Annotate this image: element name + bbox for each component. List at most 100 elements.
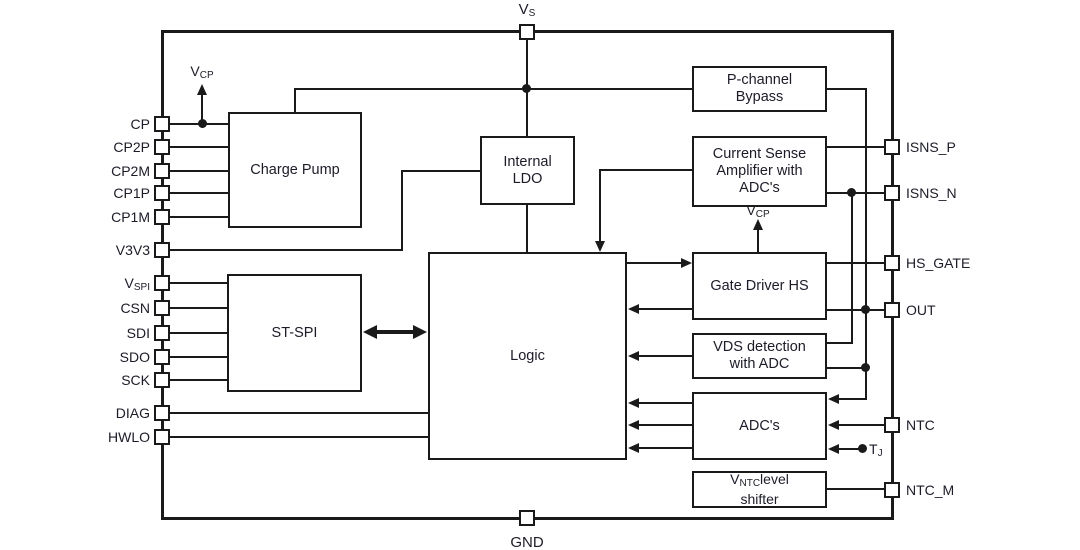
arrow-left-spi-icon bbox=[363, 325, 377, 339]
wire-cp1m bbox=[162, 216, 228, 218]
wire-bypass-out bbox=[827, 88, 867, 90]
arrow-right-gatedriver-icon bbox=[681, 258, 692, 268]
block-vds-detection: VDS detection with ADC bbox=[692, 333, 827, 379]
wire-vcp-arrow bbox=[201, 92, 203, 124]
pin-vspi bbox=[154, 275, 170, 291]
vntc-sub: NTC bbox=[739, 478, 761, 489]
csa-label-2: Amplifier with bbox=[716, 163, 803, 179]
arrow-left-ntc-icon bbox=[828, 420, 839, 430]
arrow-left-adc-input-icon bbox=[828, 394, 839, 404]
pin-vs bbox=[519, 24, 535, 40]
p-channel-bypass-label-2: Bypass bbox=[735, 89, 784, 105]
wire-csa-out bbox=[600, 169, 692, 171]
label-diag: DIAG bbox=[115, 405, 150, 421]
wire-csn bbox=[162, 307, 227, 309]
label-out: OUT bbox=[906, 302, 936, 318]
wire-logic-to-gatedriver bbox=[627, 262, 684, 264]
wire-cp1p bbox=[162, 192, 228, 194]
junction-dot-tj bbox=[858, 444, 867, 453]
wire-ntc-m bbox=[827, 488, 886, 490]
label-cp1p: CP1P bbox=[113, 185, 150, 201]
pin-cp2p bbox=[154, 139, 170, 155]
wire-sdo bbox=[162, 356, 227, 358]
junction-dot-out bbox=[861, 305, 870, 314]
logic-label: Logic bbox=[510, 347, 545, 364]
pin-out bbox=[884, 302, 900, 318]
label-cp2p: CP2P bbox=[113, 139, 150, 155]
label-isns-p: ISNS_P bbox=[906, 139, 956, 155]
adcs-label: ADC's bbox=[739, 417, 780, 434]
wire-isns-n bbox=[827, 192, 886, 194]
wire-gatedriver-to-logic bbox=[637, 308, 692, 310]
wire-out bbox=[827, 309, 886, 311]
label-v3v3: V3V3 bbox=[115, 242, 150, 258]
arrow-left-vds-icon bbox=[628, 351, 639, 361]
internal-ldo-label-2: LDO bbox=[512, 170, 543, 187]
label-hs-gate: HS_GATE bbox=[906, 255, 971, 271]
pin-sck bbox=[154, 372, 170, 388]
label-ntc: NTC bbox=[906, 417, 935, 433]
pin-cp1p bbox=[154, 185, 170, 201]
internal-ldo-label-1: Internal bbox=[503, 153, 552, 170]
junction-dot-isns-n bbox=[847, 188, 856, 197]
arrow-left-adc2-icon bbox=[628, 420, 639, 430]
wire-vds-top-input bbox=[827, 342, 853, 344]
gate-driver-hs-label: Gate Driver HS bbox=[710, 277, 809, 294]
wire-isns-p bbox=[827, 146, 886, 148]
block-vntc-level-shifter: VNTClevel shifter bbox=[692, 471, 827, 508]
vntc-base: V bbox=[730, 471, 740, 487]
wire-spi-bus bbox=[370, 330, 420, 334]
wire-adc-top-input bbox=[836, 398, 867, 400]
wire-adc-to-logic-3 bbox=[637, 447, 692, 449]
pin-cp1m bbox=[154, 209, 170, 225]
pin-isns-n bbox=[884, 185, 900, 201]
vntc-shifter-label-2: shifter bbox=[740, 490, 779, 507]
wire-cp bbox=[162, 123, 228, 125]
label-hwlo: HWLO bbox=[108, 429, 150, 445]
p-channel-bypass-label-1: P-channel bbox=[726, 72, 793, 88]
label-vcp-charge-pump: VCP bbox=[190, 63, 214, 81]
csa-label-1: Current Sense bbox=[712, 146, 807, 162]
pin-cp2m bbox=[154, 163, 170, 179]
pin-cp bbox=[154, 116, 170, 132]
wire-tj-input bbox=[836, 448, 864, 450]
st-spi-label: ST-SPI bbox=[271, 324, 318, 341]
csa-label-3: ADC's bbox=[739, 180, 780, 196]
vntc-shifter-label-1: VNTClevel bbox=[730, 471, 789, 492]
wire-isns-n-to-vds bbox=[851, 192, 853, 344]
pin-gnd bbox=[519, 510, 535, 526]
junction-dot-vds bbox=[861, 363, 870, 372]
wire-sck bbox=[162, 379, 227, 381]
label-vspi: VSPI bbox=[124, 275, 150, 293]
wire-adc-to-logic-1 bbox=[637, 402, 692, 404]
pin-csn bbox=[154, 300, 170, 316]
label-cp1m: CP1M bbox=[111, 209, 150, 225]
arrow-left-adc3-icon bbox=[628, 443, 639, 453]
block-logic: Logic bbox=[428, 252, 627, 460]
wire-hs-gate bbox=[827, 262, 886, 264]
vntc-rest: level bbox=[760, 471, 789, 487]
wire-adc-to-logic-2 bbox=[637, 424, 692, 426]
label-gnd: GND bbox=[510, 534, 544, 550]
arrow-left-gatedriver-icon bbox=[628, 304, 639, 314]
wire-bypass-to-adc bbox=[865, 88, 867, 400]
block-current-sense-amplifier: Current Sense Amplifier with ADC's bbox=[692, 136, 827, 207]
wire-v3v3 bbox=[162, 249, 403, 251]
wire-ldo-to-logic bbox=[526, 205, 528, 253]
label-ntc-m: NTC_M bbox=[906, 482, 955, 498]
pin-ntc bbox=[884, 417, 900, 433]
arrow-right-spi-icon bbox=[413, 325, 427, 339]
pin-ntc-m bbox=[884, 482, 900, 498]
wire-chargepump-riser bbox=[294, 88, 296, 114]
wire-v3v3-riser bbox=[401, 170, 403, 251]
label-vs: VS bbox=[518, 1, 536, 19]
block-gate-driver-hs: Gate Driver HS bbox=[692, 252, 827, 320]
block-st-spi: ST-SPI bbox=[227, 274, 362, 392]
label-cp2m: CP2M bbox=[111, 163, 150, 179]
pin-v3v3 bbox=[154, 242, 170, 258]
junction-dot-vs bbox=[522, 84, 531, 93]
pin-isns-p bbox=[884, 139, 900, 155]
label-sdi: SDI bbox=[126, 325, 150, 341]
pin-hwlo bbox=[154, 429, 170, 445]
